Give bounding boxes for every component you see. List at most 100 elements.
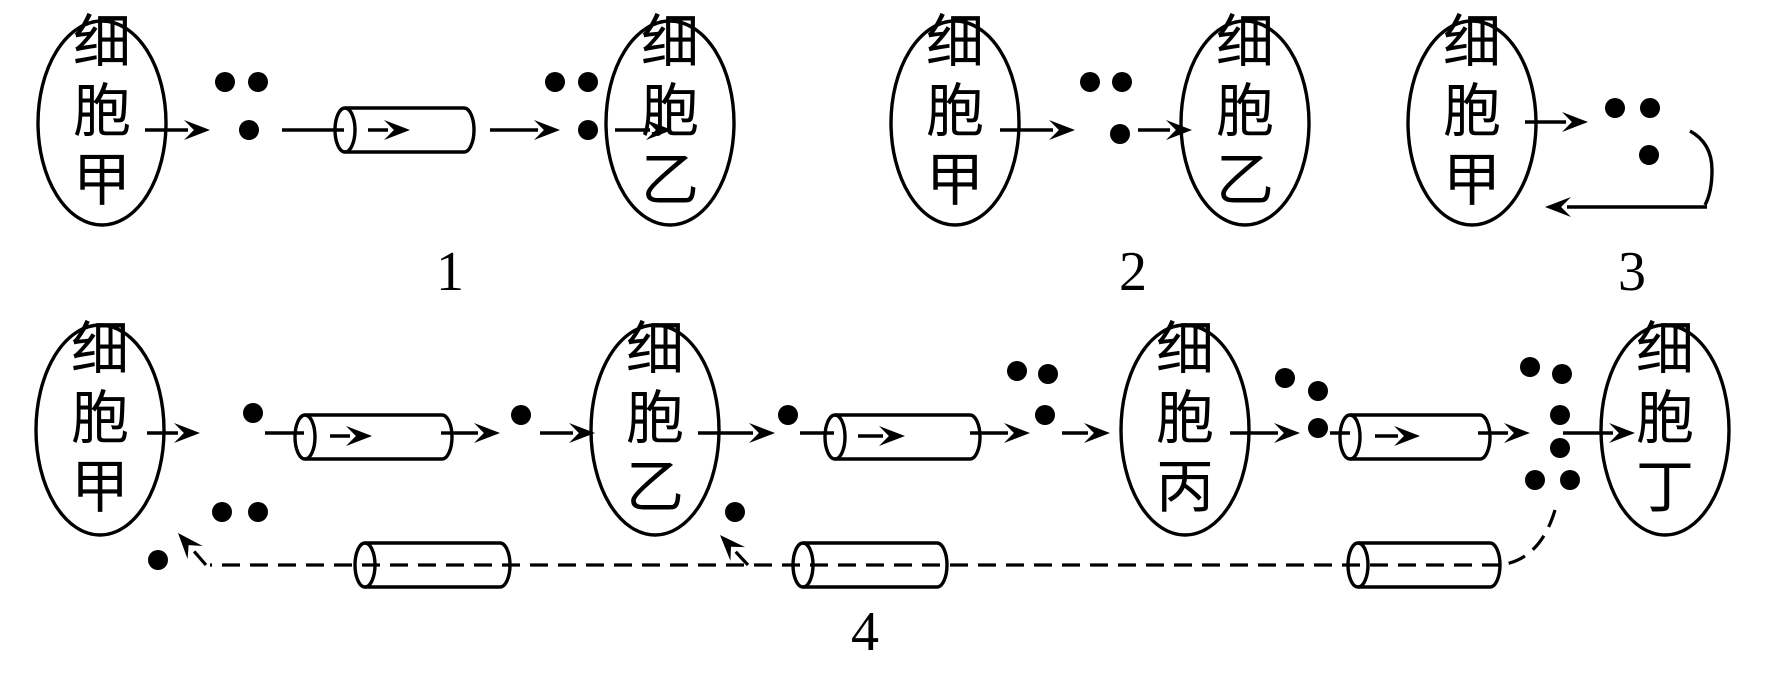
cell-细胞甲-char: 胞 xyxy=(73,77,131,145)
arrow-head xyxy=(1394,426,1420,446)
cell-细胞甲-char: 甲 xyxy=(71,453,129,521)
cell-细胞乙-char: 乙 xyxy=(626,453,684,521)
channel-tube xyxy=(823,413,982,461)
signal-molecule-dot xyxy=(248,502,268,522)
signal-molecule-dot xyxy=(1110,124,1130,144)
cell-细胞丁-char: 细 xyxy=(1636,315,1694,383)
arrow xyxy=(698,423,775,443)
arrow xyxy=(147,423,200,443)
cell-细胞丙-char: 胞 xyxy=(1156,384,1214,452)
signal-molecule-dot xyxy=(248,72,268,92)
arrow-head xyxy=(569,423,595,443)
cell-细胞甲-outline xyxy=(889,19,1021,227)
arrow xyxy=(1478,423,1530,443)
arrow-head xyxy=(1545,197,1571,217)
channel-tube-end xyxy=(1338,413,1362,461)
signal-molecule-dot xyxy=(511,405,531,425)
cell-细胞丙-outline xyxy=(1119,323,1251,537)
channel-tube-body xyxy=(1350,413,1492,461)
cell-细胞乙-char: 细 xyxy=(626,315,684,383)
cell-细胞乙-char: 乙 xyxy=(1216,146,1274,214)
signal-molecule-dot xyxy=(1552,364,1572,384)
arrow xyxy=(1230,423,1300,443)
arrow-head xyxy=(1084,423,1110,443)
arrow-head xyxy=(1049,120,1075,140)
channel-tube-end xyxy=(823,413,847,461)
signal-molecule-dot xyxy=(1275,368,1295,388)
arrow xyxy=(1375,426,1420,446)
signal-molecule-dot xyxy=(1605,98,1625,118)
signal-molecule-dot xyxy=(1112,72,1132,92)
cell-细胞丁: 细胞丁 xyxy=(1599,315,1731,537)
arrow xyxy=(540,423,595,443)
signal-molecule-dot xyxy=(725,502,745,522)
cell-细胞乙: 细胞乙 xyxy=(589,315,721,537)
arrow-head xyxy=(1609,423,1635,443)
arrow xyxy=(615,120,672,140)
cell-细胞甲-outline xyxy=(34,323,166,537)
signal-molecule-dot xyxy=(212,502,232,522)
signal-molecule-dot xyxy=(1038,364,1058,384)
channel-tube-body xyxy=(835,413,982,461)
channel-tube-body xyxy=(345,106,476,154)
cell-细胞丙-char: 丙 xyxy=(1156,453,1214,521)
panel-number-label: 1 xyxy=(436,241,464,303)
channel-tube xyxy=(293,413,454,461)
arrow-head xyxy=(1504,423,1530,443)
arrow-head xyxy=(178,533,203,560)
signal-molecule-dot xyxy=(148,550,168,570)
signal-molecule-dot xyxy=(1007,361,1027,381)
arrow-head xyxy=(646,120,672,140)
signal-molecule-dot xyxy=(1640,98,1660,118)
arrow-head xyxy=(879,426,905,446)
cell-细胞丁-char: 胞 xyxy=(1636,384,1694,452)
arrow-head xyxy=(174,423,200,443)
signal-molecule-dot xyxy=(239,120,259,140)
panel-number-label: 4 xyxy=(851,601,879,663)
cell-细胞甲-char: 甲 xyxy=(926,146,984,214)
cell-细胞丁-char: 丁 xyxy=(1636,453,1694,521)
dashed-curve xyxy=(1499,509,1557,567)
signal-molecule-dot xyxy=(243,403,263,423)
arrow-head xyxy=(1274,423,1300,443)
cell-细胞乙-char: 细 xyxy=(1216,8,1274,76)
arrow xyxy=(368,120,410,140)
cell-细胞甲-char: 细 xyxy=(73,8,131,76)
signal-molecule-dot xyxy=(578,120,598,140)
channel-tube-end xyxy=(293,413,317,461)
arrow xyxy=(1525,112,1588,132)
channel-tube xyxy=(1338,413,1492,461)
cell-细胞甲-char: 细 xyxy=(926,8,984,76)
cell-细胞乙-char: 胞 xyxy=(1216,77,1274,145)
cell-细胞甲-char: 甲 xyxy=(1443,146,1501,214)
arrow xyxy=(1545,197,1707,217)
arrow xyxy=(455,423,500,443)
feedback-curve xyxy=(1689,129,1714,206)
panel-number-label: 3 xyxy=(1618,241,1646,303)
signal-molecule-dot xyxy=(778,405,798,425)
arrow xyxy=(145,120,210,140)
cell-细胞甲: 细胞甲 xyxy=(36,8,168,227)
arrow xyxy=(970,423,1030,443)
signal-molecule-dot xyxy=(1639,145,1659,165)
arrow-head xyxy=(184,120,210,140)
cell-细胞乙-outline xyxy=(1179,19,1311,227)
signal-molecule-dot xyxy=(1550,405,1570,425)
arrow xyxy=(720,535,750,567)
arrow xyxy=(490,120,560,140)
channel-tube-body xyxy=(803,541,949,589)
cell-细胞乙: 细胞乙 xyxy=(604,8,736,227)
arrow xyxy=(1563,423,1635,443)
cell-细胞甲-char: 细 xyxy=(1443,8,1501,76)
cell-细胞乙-char: 胞 xyxy=(626,384,684,452)
cell-细胞甲-char: 胞 xyxy=(1443,77,1501,145)
signal-molecule-dot xyxy=(545,72,565,92)
signal-molecule-dot xyxy=(215,72,235,92)
arrow-head xyxy=(1166,120,1192,140)
cell-细胞丙: 细胞丙 xyxy=(1119,315,1251,537)
signal-molecule-dot xyxy=(1080,72,1100,92)
cell-细胞丁-outline xyxy=(1599,323,1731,537)
cell-细胞乙-outline xyxy=(589,323,721,537)
signal-molecule-dot xyxy=(1308,418,1328,438)
cell-细胞乙-char: 乙 xyxy=(641,146,699,214)
